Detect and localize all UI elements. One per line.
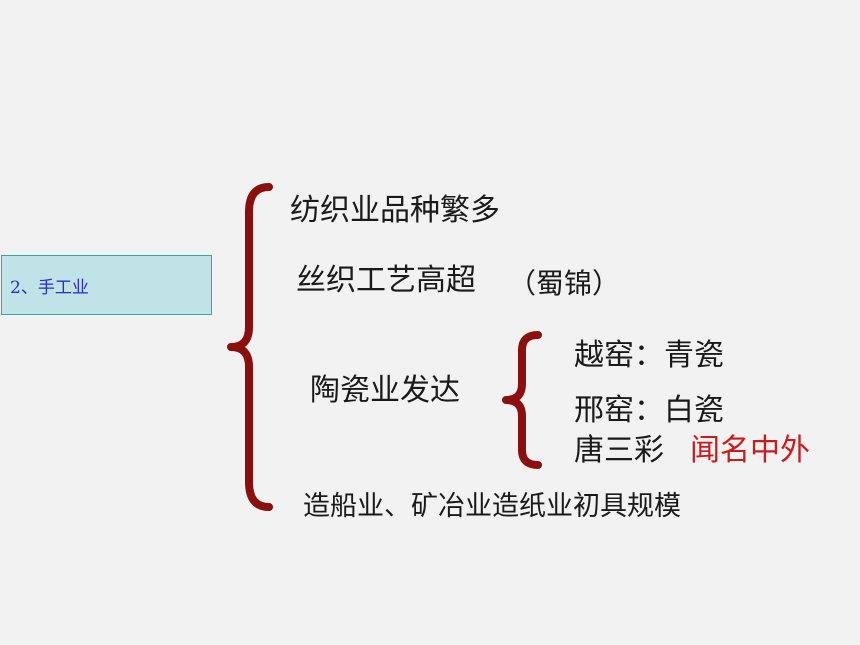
ceramics-xing: 邢窑：白瓷 bbox=[574, 393, 724, 428]
topic-box: 2、手工业 bbox=[1, 255, 212, 315]
branch-others: 造船业、矿冶业造纸业初具规模 bbox=[303, 491, 681, 522]
branch-silk-note: （蜀锦） bbox=[508, 267, 621, 300]
branch-silk: 丝织工艺高超 bbox=[296, 263, 476, 298]
ceramics-tang-note: 闻名中外 bbox=[690, 433, 810, 468]
topic-label: 2、手工业 bbox=[10, 277, 89, 298]
branch-ceramics: 陶瓷业发达 bbox=[310, 373, 460, 408]
main-brace bbox=[227, 183, 273, 511]
ceramics-yue: 越窑：青瓷 bbox=[574, 338, 724, 373]
branch-textile: 纺织业品种繁多 bbox=[290, 193, 500, 228]
ceramics-brace bbox=[502, 331, 542, 469]
ceramics-tang: 唐三彩 bbox=[574, 433, 664, 468]
